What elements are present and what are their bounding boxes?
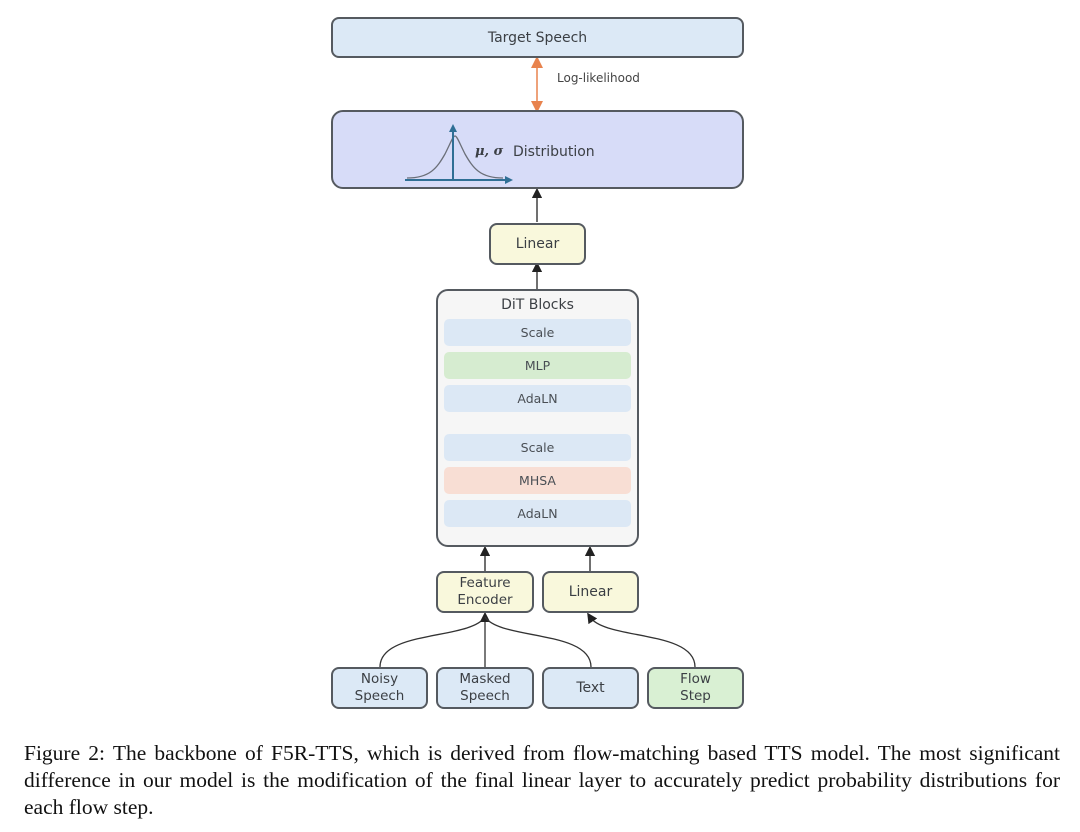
dit-blocks-container: DiT Blocks Scale MLP AdaLN Scale MHSA Ad… (436, 289, 639, 547)
linear-flow-box: Linear (542, 571, 639, 613)
target-speech-label: Target Speech (487, 29, 588, 46)
input-flow-step-label: Flow Step (680, 671, 711, 704)
input-noisy-speech: Noisy Speech (331, 667, 428, 709)
wire-text (484, 616, 592, 668)
input-masked-speech-label: Masked Speech (459, 671, 511, 704)
distribution-box: μ, σ Distribution (331, 110, 744, 189)
dit-blocks-title: DiT Blocks (501, 297, 574, 313)
linear-flow-label: Linear (568, 584, 613, 600)
dit-layer-adaln-2: AdaLN (444, 500, 631, 527)
distribution-label: Distribution (513, 144, 595, 160)
dit-layer-mhsa: MHSA (444, 467, 631, 494)
distribution-params: μ, σ (475, 144, 504, 159)
input-flow-step: Flow Step (647, 667, 744, 709)
target-speech-box: Target Speech (331, 17, 744, 58)
figure-caption: Figure 2: The backbone of F5R-TTS, which… (24, 741, 1060, 819)
wire-noisy-speech (379, 616, 486, 668)
wire-flow-step (587, 612, 696, 668)
dit-layer-scale-2: Scale (444, 434, 631, 461)
linear-output-box: Linear (489, 223, 586, 265)
input-masked-speech: Masked Speech (436, 667, 534, 709)
feature-encoder-label: Feature Encoder (457, 575, 513, 608)
input-text: Text (542, 667, 639, 709)
input-text-label: Text (576, 680, 605, 696)
gaussian-curve-icon (405, 124, 513, 184)
feature-encoder-box: Feature Encoder (436, 571, 534, 613)
log-likelihood-label: Log-likelihood (557, 71, 640, 85)
input-noisy-speech-label: Noisy Speech (354, 671, 405, 704)
linear-output-label: Linear (515, 236, 560, 252)
dit-layer-mlp: MLP (444, 352, 631, 379)
dit-layer-adaln-1: AdaLN (444, 385, 631, 412)
dit-layer-scale-1: Scale (444, 319, 631, 346)
